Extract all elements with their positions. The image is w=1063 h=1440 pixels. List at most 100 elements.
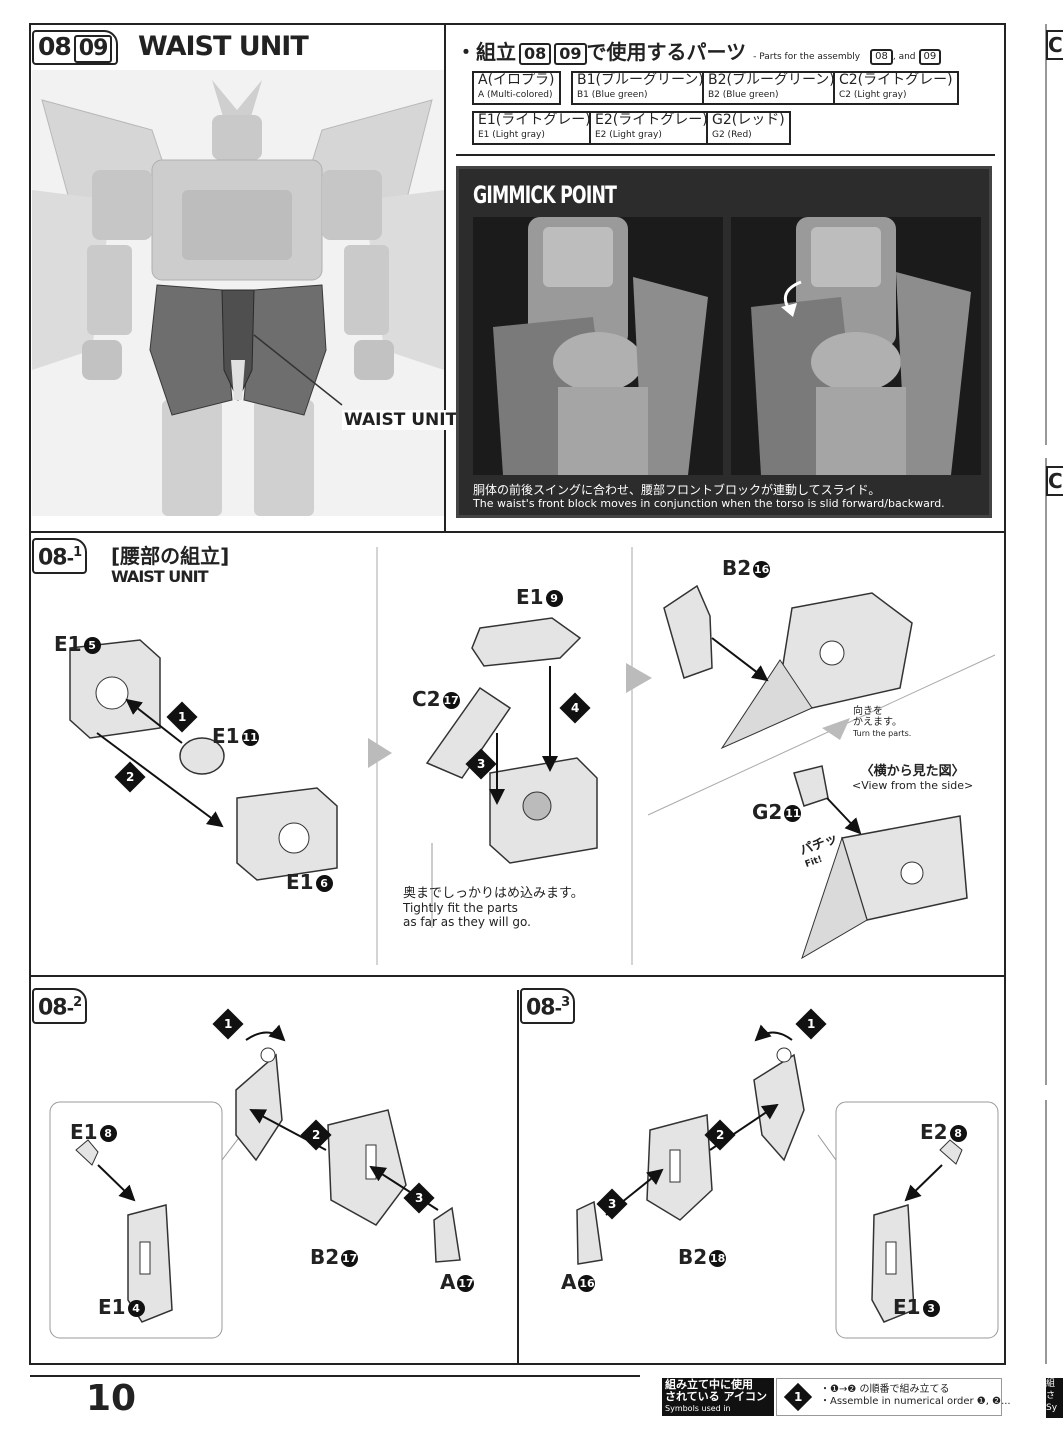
- part-b1-jp: B1(ブルーグリーン): [577, 72, 704, 88]
- label-a-17-text: A: [440, 1270, 456, 1294]
- edge-jp2: さ: [1046, 1391, 1056, 1401]
- next-page-edge-footer: 組 さ Sy: [1046, 1378, 1063, 1418]
- parts-en-tag-09: 09: [918, 49, 942, 65]
- step-08-2-tag: 08-2: [32, 988, 88, 1025]
- part-e1-en: E1 (Light gray): [478, 130, 545, 140]
- step-08-1-title-jp: [腰部の組立]: [111, 544, 230, 568]
- step-08-2-marker-3-num: 3: [414, 1190, 424, 1205]
- part-b2-jp: B2(ブルーグリーン): [708, 72, 835, 88]
- legend-jp-1: 組み立て中に使用: [665, 1378, 753, 1391]
- step-08-1-tag-sub: 1: [73, 545, 82, 560]
- label-e1-9-text: E1: [516, 585, 544, 609]
- side-view-en: <View from the side>: [852, 779, 974, 792]
- legend-order-en: ・Assemble in numerical order ❶, ❷...: [820, 1396, 1011, 1407]
- step-marker-4-num: 4: [570, 700, 580, 715]
- part-e2-en: E2 (Light gray): [595, 130, 662, 140]
- part-c2-en: C2 (Light gray): [839, 90, 907, 100]
- label-b2-17-num: 17: [341, 1250, 359, 1267]
- label-b2-18-text: B2: [678, 1245, 708, 1269]
- part-g2-jp: G2(レッド): [712, 112, 785, 128]
- legend-step-num: 1: [793, 1389, 803, 1404]
- edge-en: Sy: [1046, 1403, 1058, 1413]
- section-tag-08: 08: [38, 32, 72, 61]
- section-title: WAIST UNIT: [138, 31, 309, 62]
- fit-note-jp: 奥までしっかりはめ込みます。: [403, 886, 584, 901]
- label-e1-8-text: E1: [70, 1120, 98, 1144]
- legend-order-text: ・❶→❷ の順番で組み立てる ・Assemble in numerical or…: [820, 1384, 1011, 1408]
- part-runner-e2: E2(ライトグレー) E2 (Light gray): [589, 111, 714, 145]
- label-e2-8-text: E2: [920, 1120, 948, 1144]
- parts-tag-09: 09: [554, 43, 587, 65]
- part-a-jp: A(イロプラ): [478, 72, 555, 88]
- label-b2-18-num: 18: [709, 1250, 727, 1267]
- part-b2-en: B2 (Blue green): [708, 90, 779, 100]
- step-08-1-drawings: [69, 584, 968, 960]
- label-e1-5-text: E1: [54, 632, 82, 656]
- label-g2-11-text: G2: [752, 800, 783, 824]
- label-e2-8-num: 8: [949, 1125, 967, 1142]
- label-e1-3-num: 3: [922, 1300, 940, 1317]
- edge-jp: 組: [1046, 1379, 1056, 1389]
- label-e1-6-num: 6: [315, 875, 333, 892]
- label-g2-11-num: 11: [784, 805, 802, 822]
- label-a-17-num: 17: [457, 1275, 475, 1292]
- label-e1-4-text: E1: [98, 1295, 126, 1319]
- step-08-3-marker-2-num: 2: [715, 1127, 725, 1142]
- section-tag-09: 09: [73, 35, 113, 63]
- step-08-3-marker-3-num: 3: [607, 1196, 617, 1211]
- step-08-2-marker-2-num: 2: [311, 1127, 321, 1142]
- gimmick-caption-jp: 胴体の前後スイングに合わせ、腰部フロントブロックが連動してスライド。: [473, 483, 881, 497]
- parts-title-en: - Parts for the assembly: [753, 52, 861, 62]
- step-08-3-marker-1-num: 1: [806, 1016, 816, 1031]
- step-08-2-tag-sub: 2: [73, 995, 82, 1010]
- part-runner-c2: C2(ライトグレー) C2 (Light gray): [833, 71, 959, 105]
- side-view-jp: 〈横から見た図〉: [860, 764, 965, 779]
- step-marker-3-num: 3: [476, 756, 486, 771]
- step-marker-2-num: 2: [125, 769, 135, 784]
- step-08-2-marker-1-num: 1: [223, 1016, 233, 1031]
- part-runner-a: A(イロプラ) A (Multi-colored): [472, 71, 561, 105]
- label-e1-11-num: 11: [241, 729, 259, 746]
- label-e1-5-num: 5: [83, 637, 101, 654]
- parts-title-prefix: ・組立: [456, 40, 516, 64]
- fit-note: 奥までしっかりはめ込みます。 Tightly fit the parts as …: [403, 886, 584, 930]
- label-b2-16-text: B2: [722, 556, 752, 580]
- label-e1-11-text: E1: [212, 724, 240, 748]
- turn-note-jp-2: かえます。: [853, 717, 902, 728]
- step-08-3-tag: 08-3: [520, 988, 576, 1025]
- part-runner-b1: B1(ブルーグリーン) B1 (Blue green): [571, 71, 710, 105]
- gimmick-caption-en: The waist's front block moves in conjunc…: [473, 497, 945, 510]
- parts-title-suffix: で使用するパーツ: [586, 40, 747, 64]
- part-c2-jp: C2(ライトグレー): [839, 72, 953, 88]
- label-e1-3-text: E1: [893, 1295, 921, 1319]
- robot-photo: [32, 70, 444, 516]
- label-c2-17-num: 17: [442, 692, 460, 709]
- step-08-3-drawings: [576, 1024, 999, 1339]
- step-marker-1-num: 1: [177, 709, 187, 724]
- turn-note-jp-1: 向きを: [853, 706, 883, 717]
- legend-jp-2: されている アイコン: [665, 1390, 767, 1403]
- label-e1-9-num: 9: [545, 590, 563, 607]
- turn-note-en: Turn the parts.: [853, 729, 912, 738]
- label-b2-16-num: 16: [753, 561, 771, 578]
- gimmick-panel: GIMMICK POINT 胴体の前後スイングに合わせ、腰部フロントブロックが連…: [456, 166, 992, 518]
- part-runner-g2: G2(レッド) G2 (Red): [706, 111, 791, 145]
- gimmick-photo-right: [731, 217, 981, 475]
- label-c2-17-text: C2: [412, 687, 441, 711]
- parts-tag-08: 08: [519, 43, 552, 65]
